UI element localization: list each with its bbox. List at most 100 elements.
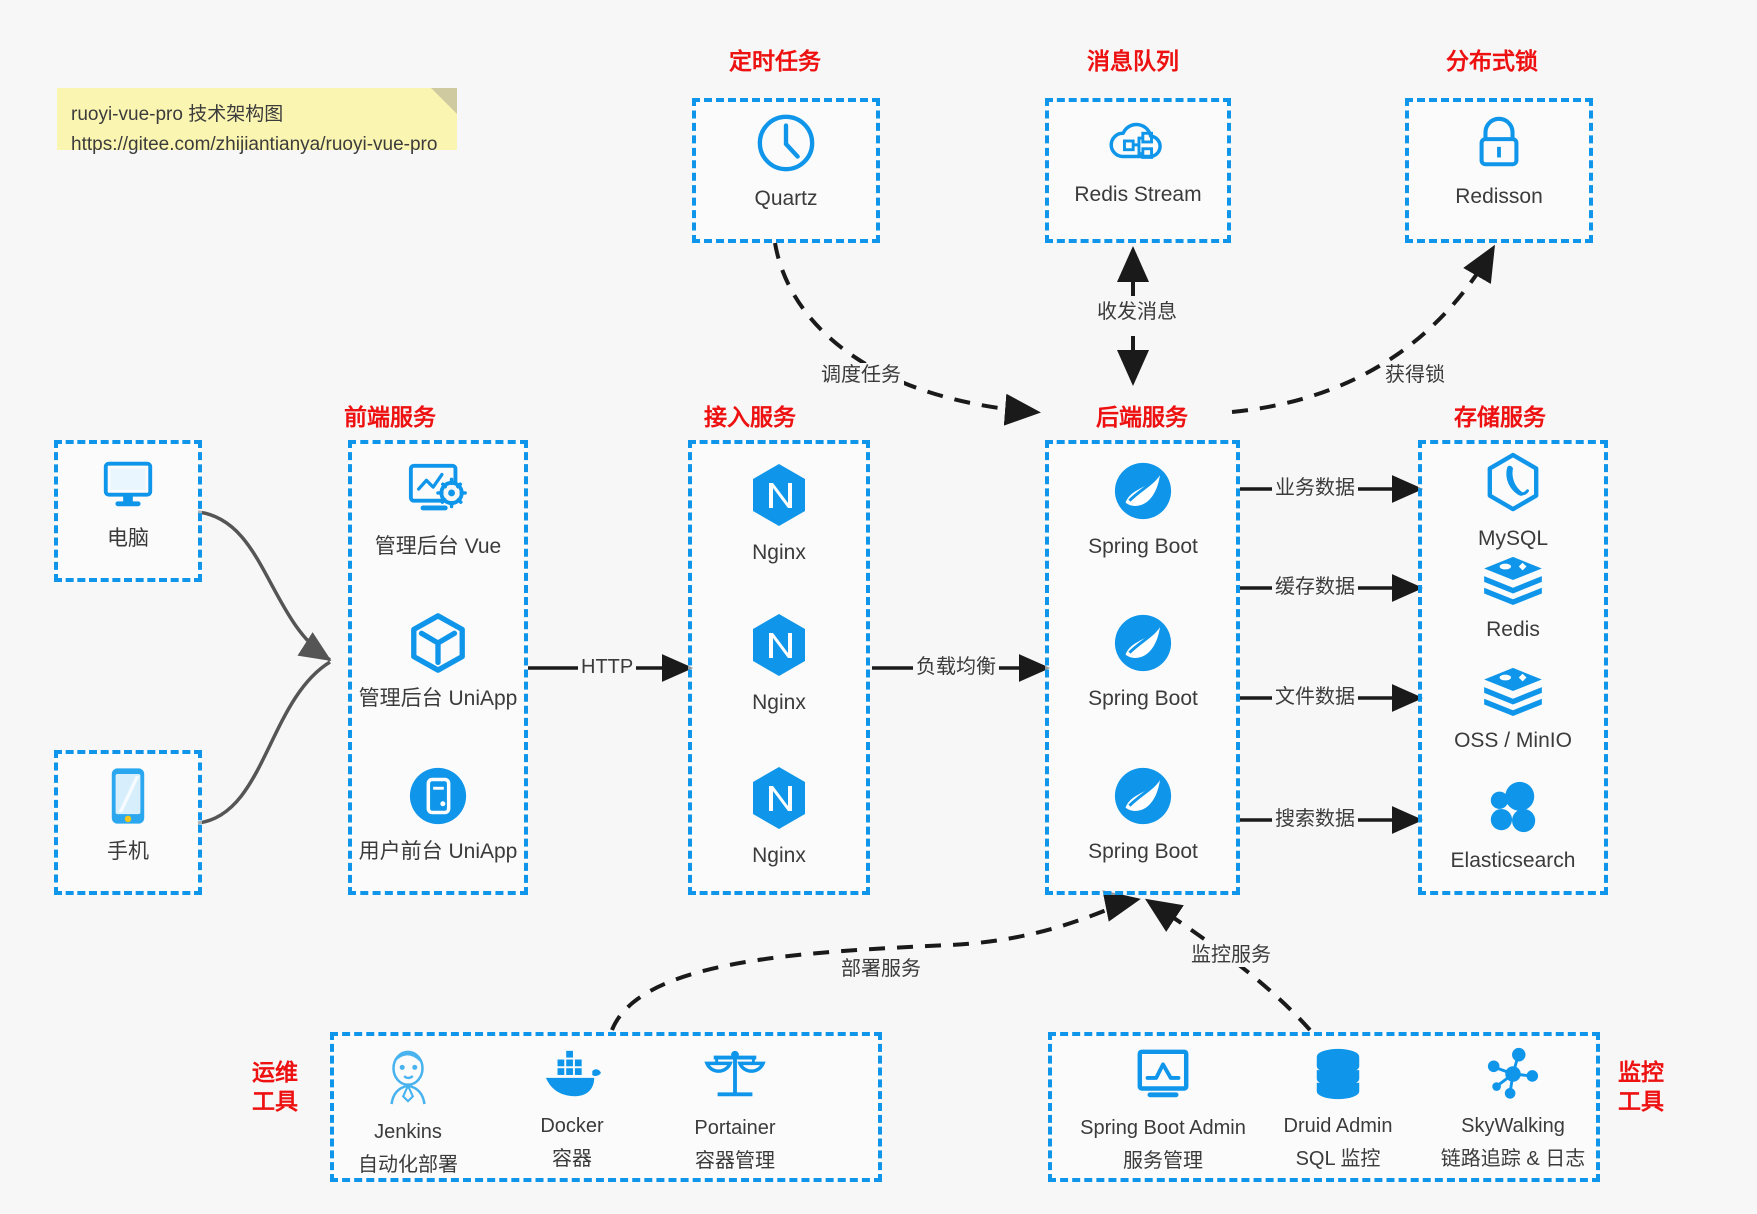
node-sublabel-portainer: 容器管理 bbox=[695, 1150, 775, 1172]
monitor-chart-icon bbox=[1132, 1046, 1194, 1109]
node-druid-admin[interactable]: Druid Admin SQL 监控 bbox=[1253, 1046, 1423, 1173]
node-label-mysql: MySQL bbox=[1477, 527, 1548, 550]
node-sublabel-spring-boot-admin: 服务管理 bbox=[1123, 1150, 1203, 1172]
edge-label-search-data: 搜索数据 bbox=[1272, 807, 1358, 831]
node-label-elasticsearch: Elasticsearch bbox=[1450, 849, 1576, 872]
node-mobile[interactable]: 手机 bbox=[43, 765, 213, 865]
redis-stack-icon bbox=[1482, 555, 1544, 610]
nginx-icon bbox=[748, 612, 810, 683]
node-user-uniapp[interactable]: 用户前台 UniApp bbox=[353, 765, 523, 865]
group-title-lock: 分布式锁 bbox=[1446, 48, 1538, 74]
mysql-dolphin-icon bbox=[1484, 452, 1542, 519]
note-url: https://gitee.com/zhijiantianya/ruoyi-vu… bbox=[71, 134, 438, 155]
node-portainer[interactable]: Portainer 容器管理 bbox=[650, 1046, 820, 1175]
node-label-admin-vue: 管理后台 Vue bbox=[374, 535, 502, 558]
edge-label-send-receive-message: 收发消息 bbox=[1094, 300, 1180, 324]
phone-icon bbox=[107, 765, 149, 832]
node-springboot-1[interactable]: Spring Boot bbox=[1058, 460, 1228, 560]
group-box-pc bbox=[54, 440, 202, 582]
note-title: ruoyi-vue-pro 技术架构图 bbox=[71, 104, 284, 125]
node-label-mobile: 手机 bbox=[107, 840, 149, 863]
node-springboot-2[interactable]: Spring Boot bbox=[1058, 612, 1228, 712]
sticky-note: ruoyi-vue-pro 技术架构图 https://gitee.com/zh… bbox=[57, 88, 457, 155]
node-label-nginx-1: Nginx bbox=[752, 541, 806, 564]
node-nginx-1[interactable]: Nginx bbox=[694, 462, 864, 566]
node-sublabel-skywalking: 链路追踪 & 日志 bbox=[1440, 1148, 1586, 1170]
node-redis[interactable]: Redis bbox=[1428, 555, 1598, 643]
node-mysql[interactable]: MySQL bbox=[1428, 452, 1598, 552]
mobile-app-icon bbox=[407, 765, 469, 832]
group-title-gateway: 接入服务 bbox=[704, 404, 796, 430]
desktop-icon bbox=[97, 456, 159, 519]
node-label-quartz: Quartz bbox=[754, 187, 818, 210]
group-title-devops-line1: 运维 bbox=[252, 1059, 298, 1085]
edge-label-schedule-task: 调度任务 bbox=[818, 363, 904, 387]
edge-label-business-data: 业务数据 bbox=[1272, 476, 1358, 500]
group-title-frontend: 前端服务 bbox=[344, 404, 436, 430]
node-label-nginx-2: Nginx bbox=[752, 691, 806, 714]
group-title-storage: 存储服务 bbox=[1454, 404, 1546, 430]
node-label-skywalking: SkyWalking bbox=[1461, 1115, 1565, 1137]
node-redis-stream[interactable]: Redis Stream bbox=[1053, 112, 1223, 208]
node-redisson[interactable]: Redisson bbox=[1414, 112, 1584, 210]
node-label-spring-boot-admin: Spring Boot Admin bbox=[1080, 1117, 1246, 1139]
group-title-devops: 运维 工具 bbox=[252, 1058, 332, 1116]
node-label-redis: Redis bbox=[1486, 618, 1540, 641]
node-admin-vue[interactable]: 管理后台 Vue bbox=[353, 460, 523, 560]
spring-leaf-icon bbox=[1112, 460, 1174, 527]
group-box-devops bbox=[330, 1032, 882, 1182]
dashboard-gear-icon bbox=[405, 460, 471, 527]
group-title-mq: 消息队列 bbox=[1087, 48, 1179, 74]
node-oss-minio[interactable]: OSS / MinIO bbox=[1428, 666, 1598, 754]
node-quartz[interactable]: Quartz bbox=[701, 112, 871, 212]
cloud-stream-icon bbox=[1107, 112, 1169, 175]
node-label-oss-minio: OSS / MinIO bbox=[1454, 729, 1572, 752]
database-icon bbox=[1309, 1046, 1367, 1107]
group-title-monitor-line1: 监控 bbox=[1618, 1059, 1664, 1085]
uniapp-cube-icon bbox=[407, 612, 469, 679]
node-elasticsearch[interactable]: Elasticsearch bbox=[1428, 780, 1598, 874]
node-nginx-3[interactable]: Nginx bbox=[694, 765, 864, 869]
node-sublabel-docker: 容器 bbox=[552, 1148, 592, 1170]
node-label-pc: 电脑 bbox=[107, 527, 149, 550]
edge-label-acquire-lock: 获得锁 bbox=[1382, 363, 1448, 387]
node-label-docker: Docker bbox=[540, 1115, 604, 1137]
node-sublabel-druid-admin: SQL 监控 bbox=[1295, 1148, 1381, 1170]
edge-label-cache-data: 缓存数据 bbox=[1272, 575, 1358, 599]
clock-icon bbox=[755, 112, 817, 179]
node-label-user-uniapp: 用户前台 UniApp bbox=[358, 840, 518, 863]
redis-stack-icon bbox=[1482, 666, 1544, 721]
node-label-redisson: Redisson bbox=[1455, 185, 1543, 208]
node-admin-uniapp[interactable]: 管理后台 UniApp bbox=[353, 612, 523, 712]
group-box-lock bbox=[1405, 98, 1593, 243]
node-sublabel-jenkins: 自动化部署 bbox=[358, 1154, 458, 1176]
node-label-redis-stream: Redis Stream bbox=[1074, 183, 1202, 206]
skywalking-node-icon bbox=[1483, 1046, 1543, 1107]
node-label-druid-admin: Druid Admin bbox=[1283, 1115, 1393, 1137]
node-label-springboot-1: Spring Boot bbox=[1088, 535, 1198, 558]
nginx-icon bbox=[748, 765, 810, 836]
spring-leaf-icon bbox=[1112, 612, 1174, 679]
node-jenkins[interactable]: Jenkins 自动化部署 bbox=[323, 1046, 493, 1179]
node-pc[interactable]: 电脑 bbox=[43, 456, 213, 552]
node-docker[interactable]: Docker 容器 bbox=[487, 1046, 657, 1173]
docker-whale-icon bbox=[540, 1046, 604, 1107]
node-springboot-3[interactable]: Spring Boot bbox=[1058, 765, 1228, 865]
node-label-nginx-3: Nginx bbox=[752, 844, 806, 867]
group-title-backend: 后端服务 bbox=[1096, 404, 1188, 430]
elasticsearch-icon bbox=[1484, 780, 1542, 841]
edge-label-monitor-service: 监控服务 bbox=[1188, 943, 1274, 967]
jenkins-butler-icon bbox=[379, 1046, 437, 1113]
node-spring-boot-admin[interactable]: Spring Boot Admin 服务管理 bbox=[1063, 1046, 1263, 1175]
edge-label-http: HTTP bbox=[578, 655, 637, 679]
group-title-monitor-line2: 工具 bbox=[1618, 1088, 1664, 1114]
group-box-mq bbox=[1045, 98, 1231, 243]
edge-label-file-data: 文件数据 bbox=[1272, 685, 1358, 709]
node-label-admin-uniapp: 管理后台 UniApp bbox=[358, 687, 518, 710]
node-skywalking[interactable]: SkyWalking 链路追踪 & 日志 bbox=[1418, 1046, 1608, 1173]
spring-leaf-icon bbox=[1112, 765, 1174, 832]
node-label-springboot-2: Spring Boot bbox=[1088, 687, 1198, 710]
node-nginx-2[interactable]: Nginx bbox=[694, 612, 864, 716]
scales-icon bbox=[704, 1046, 766, 1109]
